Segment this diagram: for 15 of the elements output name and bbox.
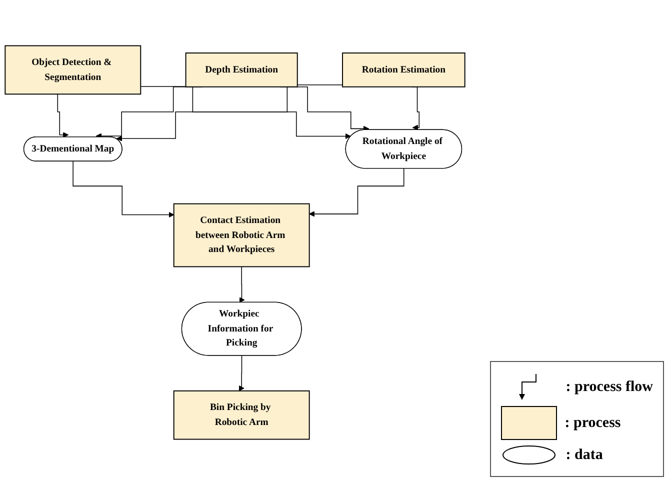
legend-label: : process bbox=[564, 414, 621, 432]
legend-label: : process flow bbox=[566, 378, 653, 396]
arrow bbox=[239, 266, 245, 303]
arrow bbox=[308, 168, 404, 217]
node-box: Object Detection & Segmentation bbox=[4, 45, 142, 95]
node-box: Contact Estimation between Robotic Arm and Workpieces bbox=[173, 203, 310, 268]
node-box: Rotation Estimation bbox=[342, 52, 466, 88]
node-box: Bin Picking by Robotic Arm bbox=[173, 390, 310, 440]
arrow bbox=[238, 355, 244, 392]
arrow bbox=[140, 86, 351, 140]
node-box: Depth Estimation bbox=[185, 52, 298, 88]
arrow bbox=[116, 84, 343, 142]
legend-label: : data bbox=[566, 446, 603, 464]
arrow bbox=[57, 94, 69, 138]
arrow bbox=[72, 160, 174, 218]
